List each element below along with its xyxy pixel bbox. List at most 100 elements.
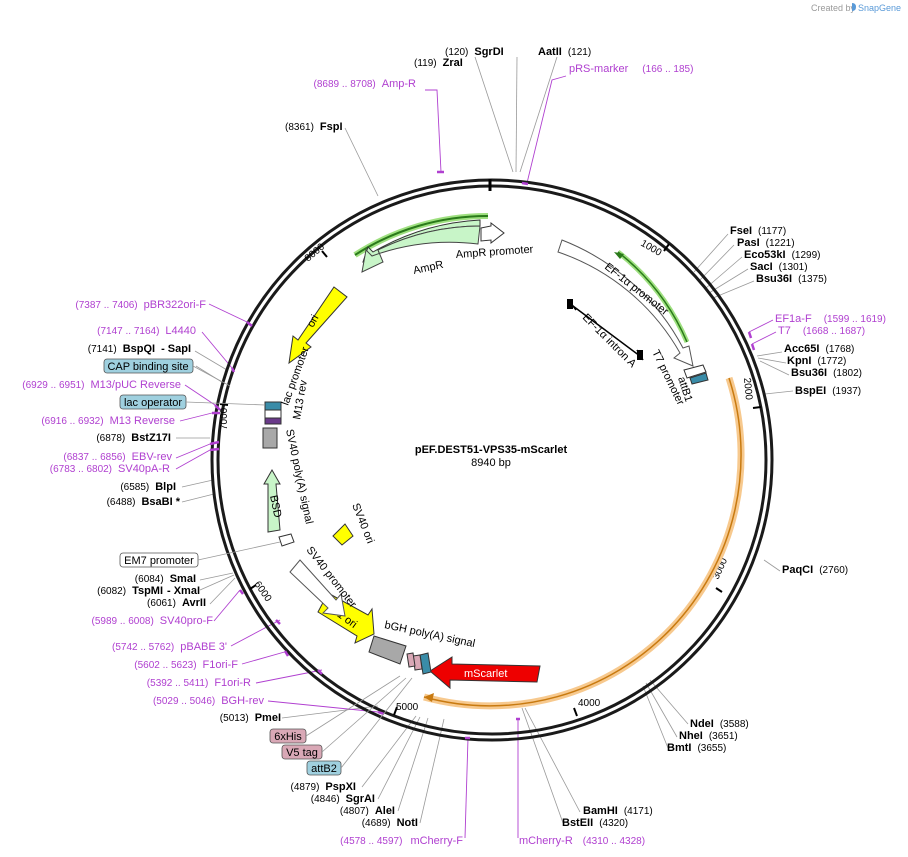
svg-text:(5013)PmeI: (5013) PmeI [220, 712, 281, 724]
primer-pos-pbabe3: (5742 .. 5762) [112, 642, 174, 653]
tick-7000: 7000 [219, 407, 230, 430]
enzyme-avrii: AvrII [182, 597, 206, 609]
ef1a-intron-end [637, 350, 643, 360]
primer-l4440: L4440 [165, 325, 196, 337]
label-ampr-promoter: AmpR promoter [455, 244, 534, 261]
primer-pos-mcherry-f: (4578 .. 4597) [340, 836, 402, 847]
svg-text:(5029 .. 5046)BGH-rev: (5029 .. 5046)BGH-rev [153, 695, 265, 707]
svg-text:EF1a-F(1599 .. 1619): EF1a-F (1599 .. 1619) [775, 313, 886, 325]
enzyme-pasi: PasI [737, 237, 760, 249]
enzyme-sapi: SapI [168, 343, 191, 355]
enzyme-pos-ndei: (3588) [720, 719, 749, 730]
svg-text:Acc65I(1768): Acc65I (1768) [784, 343, 854, 355]
enzyme-xmai-sep: - [167, 585, 171, 597]
primer-pos-prs-marker: (166 .. 185) [642, 64, 693, 75]
svg-text:Bsu36I(1375): Bsu36I(1375) [756, 273, 827, 285]
backbone-inner [216, 184, 768, 736]
enzyme-pos-fsei: (1177) [758, 226, 786, 237]
label-ori: ori [305, 313, 321, 329]
label-bsd: BSD [267, 494, 283, 519]
primer-pos-m13-puc-reverse: (6929 .. 6951) [22, 380, 84, 391]
6xhis-box [406, 652, 416, 668]
bgh-polya-box [368, 635, 407, 665]
primer-pos-ef1a-f: (1599 .. 1619) [824, 314, 886, 325]
label-em7-promoter: EM7 promoter [124, 555, 194, 567]
svg-text:(6783 .. 6802)SV40pA-R: (6783 .. 6802)SV40pA-R [50, 463, 170, 475]
enzyme-pos-avrii: (6061) [147, 598, 176, 609]
svg-text:(7147 .. 7164)L4440: (7147 .. 7164)L4440 [97, 325, 196, 337]
enzyme-pos-bspei: (1937) [832, 386, 861, 397]
enzyme-bsu36i-2: Bsu36I [791, 367, 827, 379]
enzyme-pos-aatii: (121) [568, 47, 591, 58]
enzyme-acc65i: Acc65I [784, 343, 819, 355]
svg-text:(5742 .. 5762)pBABE 3': (5742 .. 5762)pBABE 3' [112, 641, 227, 653]
primer-amp-r: Amp-R [382, 78, 416, 90]
enzyme-pos-sgrai: (4846) [311, 794, 340, 805]
primer-f1ori-f: F1ori-F [203, 659, 239, 671]
svg-text:(6084)SmaI: (6084)SmaI [135, 573, 196, 585]
enzyme-pos-pmei: (5013) [220, 713, 249, 724]
svg-text:(5989 .. 6008)SV40pro-F: (5989 .. 6008)SV40pro-F [92, 615, 214, 627]
enzyme-pos-bspqi: (7141) [88, 344, 117, 355]
primer-ebv-rev: EBV-rev [132, 451, 173, 463]
enzyme-bsabi: BsaBI * [141, 496, 180, 508]
primer-ticks [209, 170, 756, 740]
label-lac-operator: lac operator [124, 397, 182, 409]
mscarlet-arrow [429, 656, 541, 690]
enzyme-paqci: PaqCI [782, 564, 813, 576]
svg-text:(4846)SgrAI: (4846)SgrAI [311, 793, 375, 805]
enzyme-eco53ki: Eco53kI [744, 249, 786, 261]
enzyme-smai: SmaI [170, 573, 196, 585]
enzyme-fspi: FspI [320, 121, 343, 133]
enzyme-kpni: KpnI [787, 355, 811, 367]
enzyme-pmei: PmeI [255, 712, 281, 724]
lac-promoter-box [264, 409, 282, 419]
sv40-ori-box [332, 523, 354, 546]
svg-text:(6878)BstZ17I: (6878)BstZ17I [96, 432, 171, 444]
enzyme-bmti: BmtI [667, 742, 691, 754]
svg-text:BspEI(1937): BspEI(1937) [795, 385, 861, 397]
enzyme-pos-acc65i: (1768) [825, 344, 854, 355]
enzyme-saci: SacI [750, 261, 773, 273]
primer-pos-pbr322ori-f: (7387 .. 7406) [75, 300, 137, 311]
primer-mcherry-f: mCherry-F [410, 835, 463, 847]
orf-highlight-line [423, 377, 742, 707]
enzyme-pos-eco53ki: (1299) [792, 250, 821, 261]
primer-pos-ebv-rev: (6837 .. 6856) [63, 452, 125, 463]
label-sv40-ori: SV40 ori [349, 502, 376, 546]
enzyme-pos-bmti: (3655) [697, 743, 726, 754]
attb1-box [689, 372, 709, 385]
bsd-arrow [263, 468, 281, 533]
primer-pos-f1ori-r: (5392 .. 5411) [147, 678, 209, 689]
svg-text:(120)SgrDI: (120)SgrDI [445, 46, 504, 58]
backbone-outer [210, 178, 774, 742]
snapgene-logo-icon [852, 3, 856, 11]
enzyme-pspxi: PspXI [325, 781, 356, 793]
primer-pos-mcherry-r: (4310 .. 4328) [583, 836, 645, 847]
primer-m13-reverse: M13 Reverse [110, 415, 175, 427]
label-attb2: attB2 [311, 763, 337, 775]
primer-labels: (8689 .. 8708) Amp-R pRS-marker(166 .. 18… [22, 63, 886, 847]
svg-text:(6585)BlpI: (6585)BlpI [120, 481, 176, 493]
tick-5000: 5000 [396, 702, 419, 713]
svg-text:SacI(1301): SacI(1301) [750, 261, 808, 273]
svg-text:(7141)BspQI-SapI: (7141)BspQI-SapI [88, 343, 191, 355]
svg-text:pRS-marker(166 .. 185): pRS-marker(166 .. 185) [569, 63, 693, 75]
svg-text:(8689 .. 8708)Amp-R: (8689 .. 8708) Amp-R [314, 78, 417, 90]
ampr-promoter-arrow [480, 221, 505, 245]
primer-mcherry-r: mCherry-R [519, 835, 573, 847]
primer-f1ori-r: F1ori-R [214, 677, 251, 689]
enzyme-zrai: ZraI [443, 57, 463, 69]
svg-text:BmtI(3655): BmtI (3655) [667, 742, 726, 754]
primer-pos-amp-r: (8689 .. 8708) [314, 79, 376, 90]
primer-sv40pa-r: SV40pA-R [118, 463, 170, 475]
enzyme-pos-bsteii: (4320) [599, 818, 628, 829]
primer-ef1a-f: EF1a-F [775, 313, 812, 325]
enzyme-pos-bsu36i-1: (1375) [798, 274, 827, 285]
primer-bgh-rev: BGH-rev [221, 695, 264, 707]
primer-pbr322ori-f: pBR322ori-F [144, 299, 207, 311]
primer-t7: T7 [778, 325, 791, 337]
sv40-polya-box [262, 427, 278, 449]
enzyme-pos-pspxi: (4879) [291, 782, 320, 793]
svg-text:FseI(1177): FseI(1177) [730, 225, 786, 237]
